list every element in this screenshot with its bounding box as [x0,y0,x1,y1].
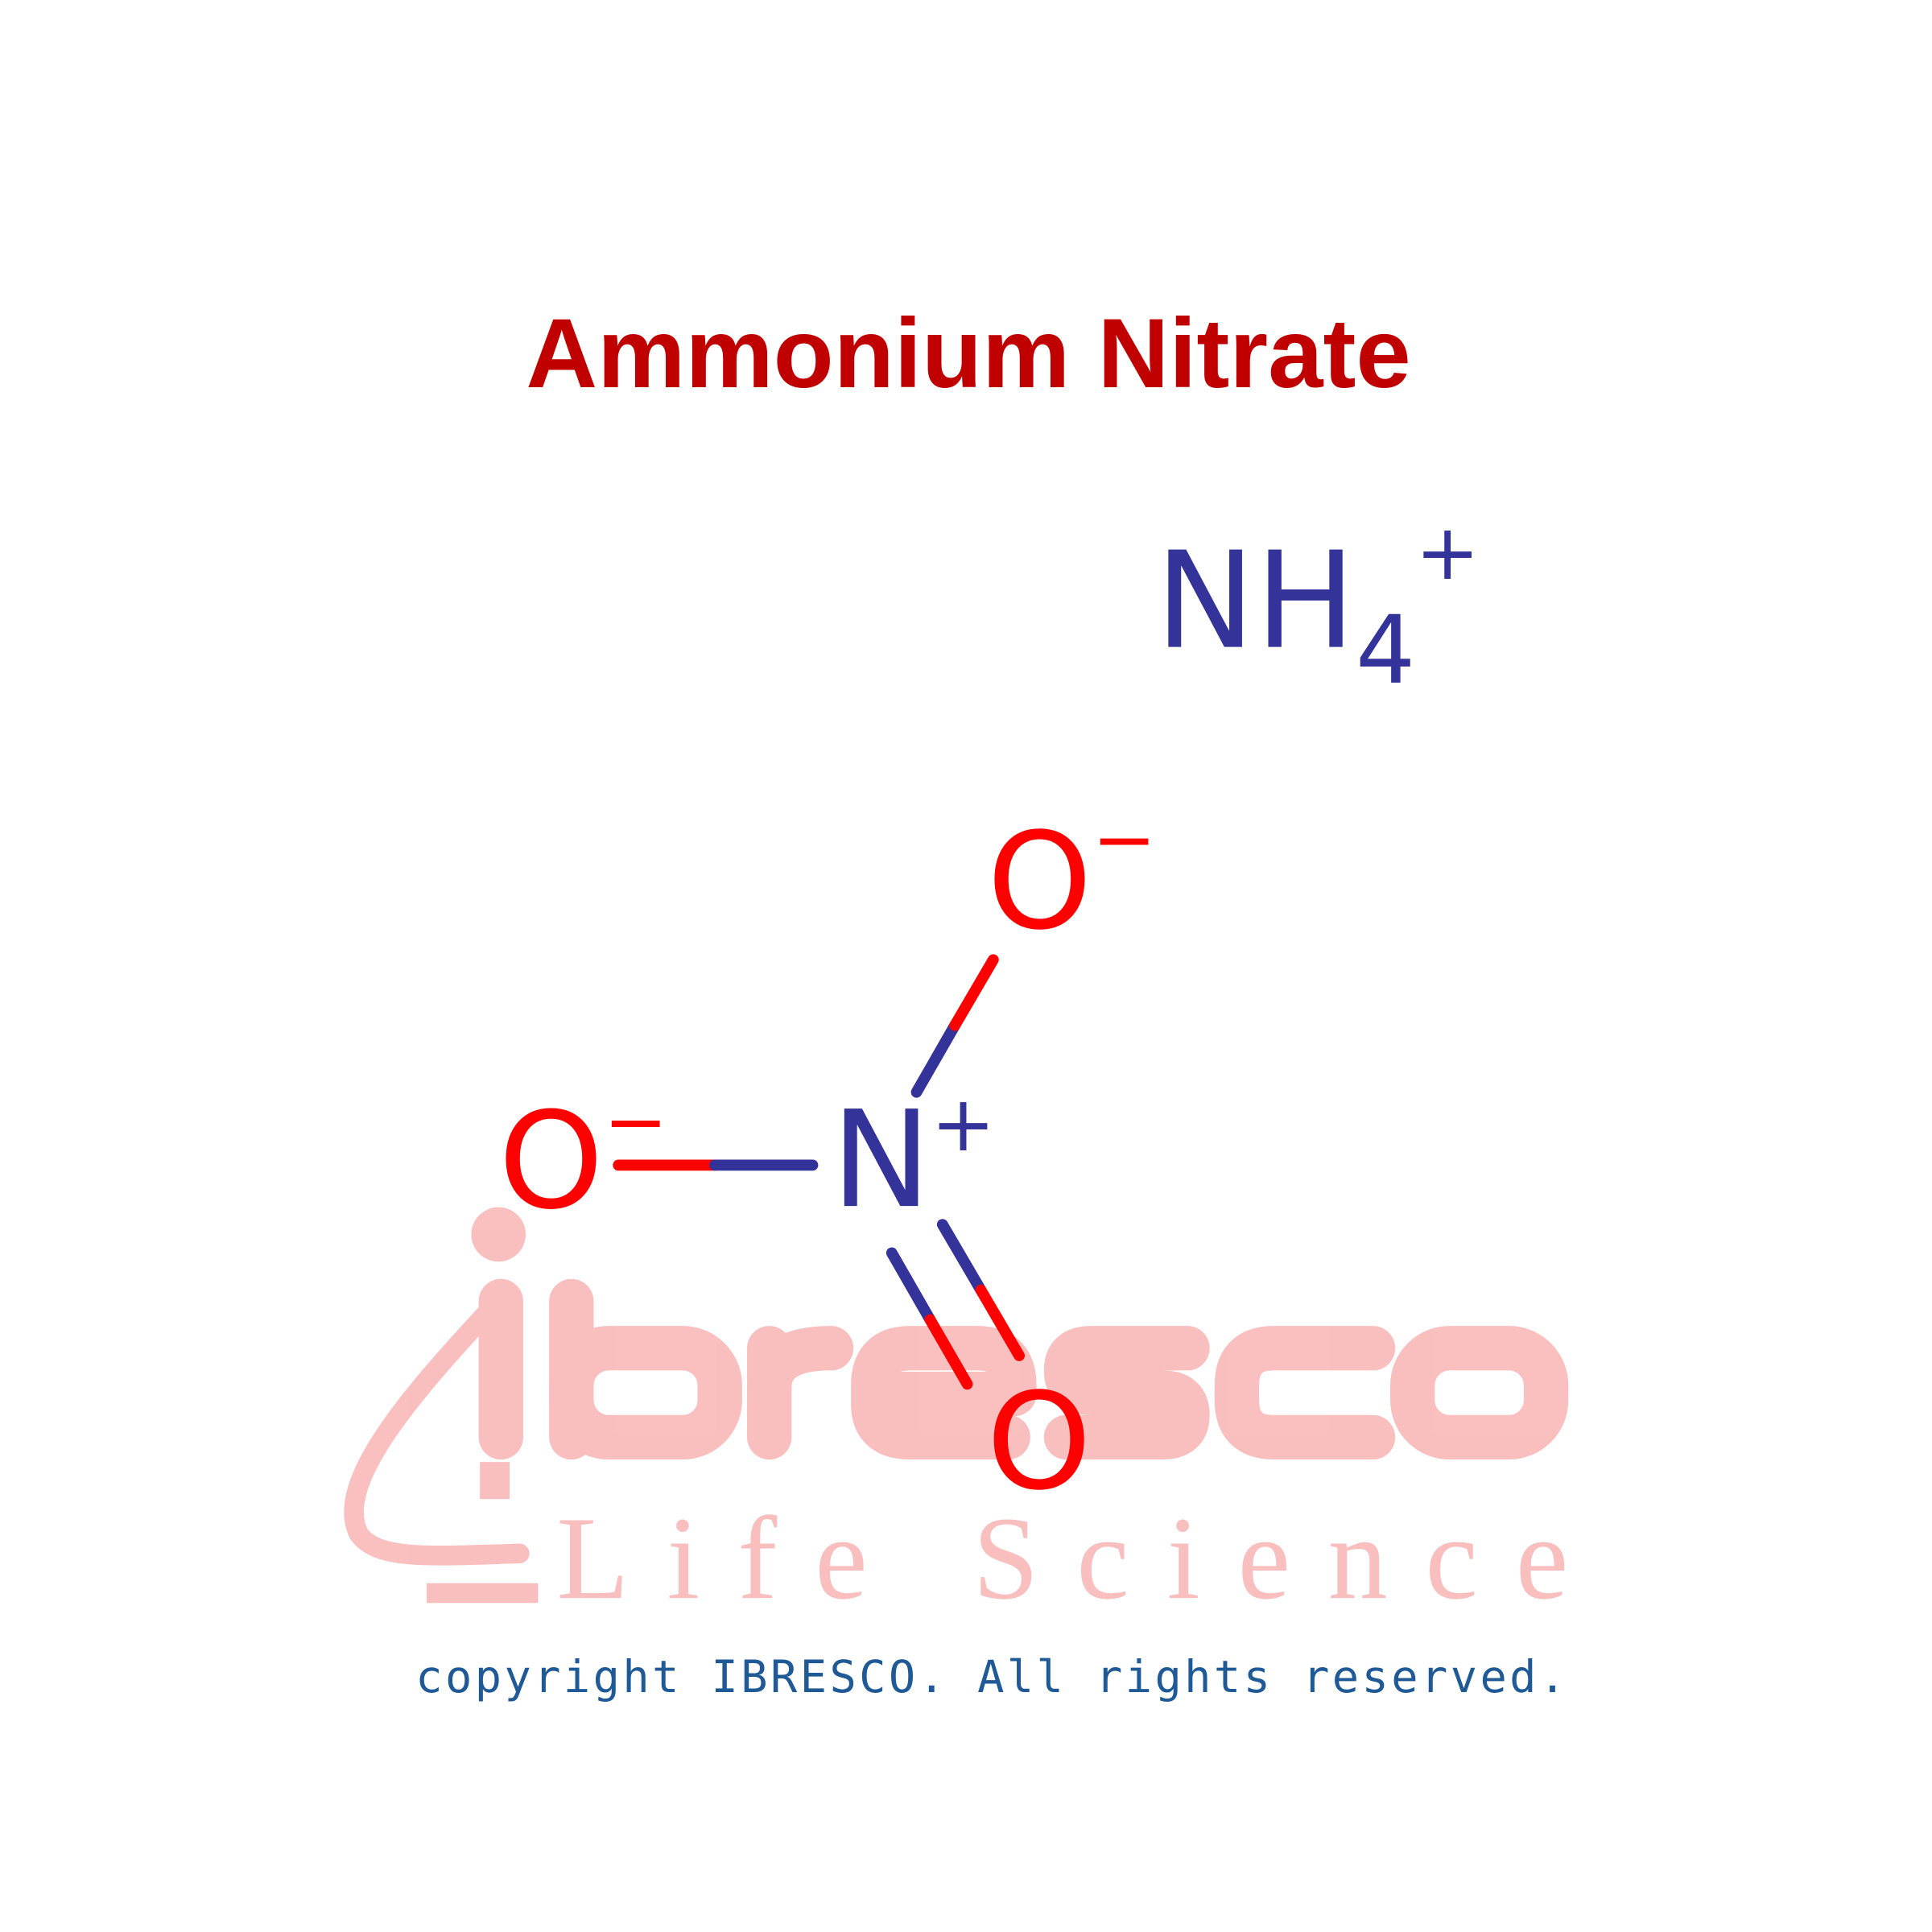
watermark-brand-logo [478,1278,1569,1460]
bond-double-a [924,1314,973,1390]
ammonium-symbol: NH [1155,524,1356,679]
atom-o-bottom: O [986,1364,1092,1520]
charge-o-top: − [1092,796,1157,885]
charge-o-left: − [604,1078,668,1166]
watermark-logo: Life Science [344,1207,1569,1624]
atom-n-center: N+ [832,1080,996,1238]
bond-top [910,1019,961,1098]
bond-double-b [936,1219,987,1296]
bonds [613,954,1025,1390]
bond-double-b [975,1284,1025,1361]
microscope-icon [344,1301,530,1566]
charge-n-center: + [931,1080,996,1169]
page-title: Ammonium Nitrate [526,299,1410,409]
atom-n-symbol: N [832,1083,931,1238]
bond-double-a [886,1247,936,1326]
atom-o-top: O− [987,796,1156,960]
atom-o-left-symbol: O [498,1084,604,1240]
ammonium-ion: NH4+ [1155,509,1480,705]
atom-o-top-symbol: O [987,804,1092,960]
ammonium-subscript: 4 [1356,596,1415,705]
bond-top [949,954,999,1031]
atom-o-left: O− [498,1078,667,1240]
ammonium-charge: + [1415,509,1480,597]
copyright-notice: copyright IBRESCO. All rights reserved. [415,1652,1566,1703]
